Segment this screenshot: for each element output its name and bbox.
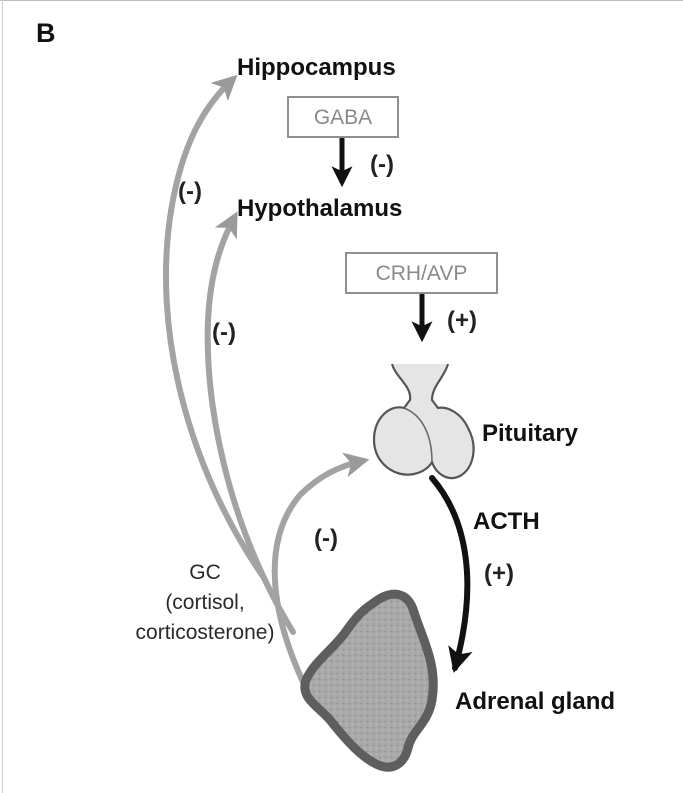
acth-stimulate-sign: (+) [484, 562, 514, 586]
gaba-inhibit-sign: (-) [370, 153, 394, 177]
pituitary-label: Pituitary [482, 422, 578, 446]
adrenal-gland [305, 594, 434, 767]
pituitary-gland [374, 364, 474, 478]
hypothalamus-label: Hypothalamus [237, 197, 402, 221]
gaba-box: GABA [287, 96, 399, 138]
adrenal-gland-label: Adrenal gland [455, 690, 615, 714]
gc-line-1: GC [130, 558, 280, 588]
gc-label: GC (cortisol, corticosterone) [130, 558, 280, 648]
hippocampus-feedback-sign: (-) [178, 180, 202, 204]
gc-line-3: corticosterone) [130, 618, 280, 648]
panel-label: B [36, 20, 56, 47]
acth-to-adrenal-arrow [432, 478, 467, 668]
acth-label: ACTH [473, 510, 540, 534]
gc-line-2: (cortisol, [130, 588, 280, 618]
crh-avp-box: CRH/AVP [345, 252, 498, 294]
crh-stimulate-sign: (+) [447, 309, 477, 333]
hypothalamus-feedback-sign: (-) [212, 321, 236, 345]
pituitary-feedback-sign: (-) [314, 527, 338, 551]
hippocampus-label: Hippocampus [237, 56, 396, 80]
